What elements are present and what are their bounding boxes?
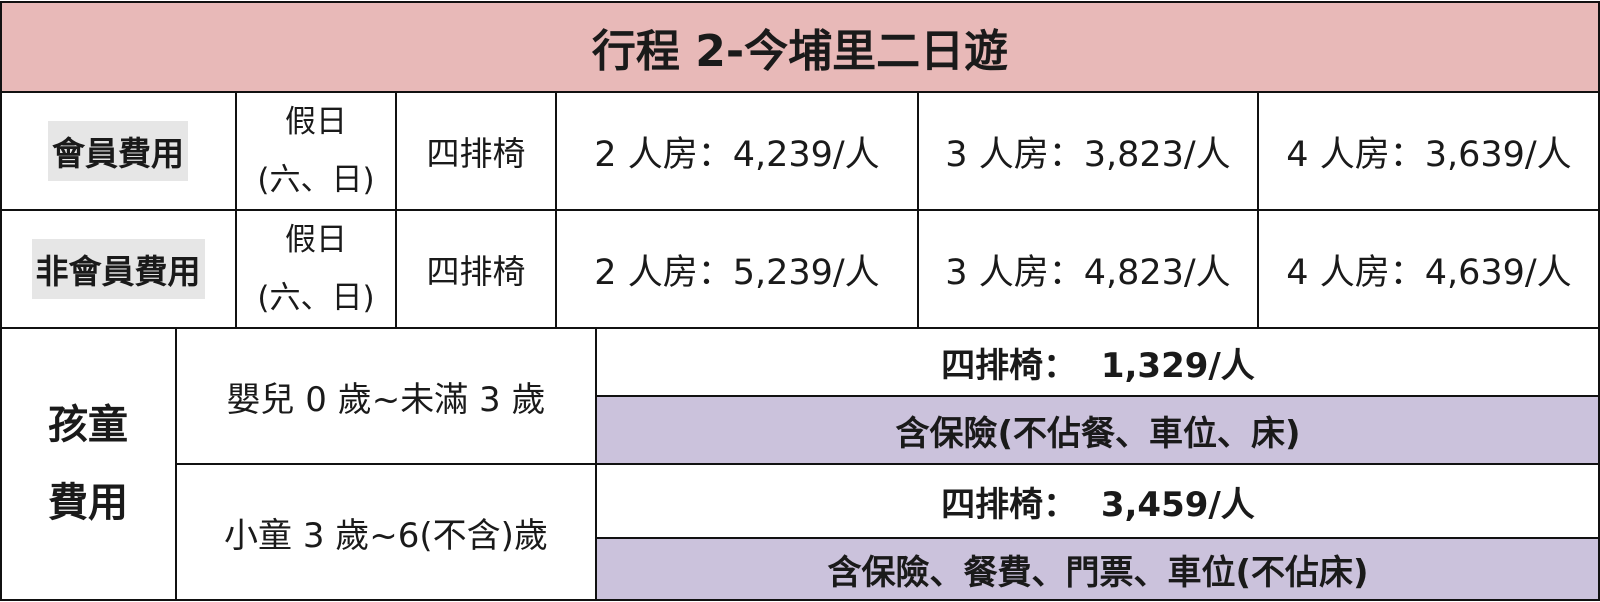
toddler-price: 四排椅： 3,459/人 [941, 484, 1255, 525]
child-subrow-divider [596, 537, 1600, 539]
toddler-note: 含保險、餐費、門票、車位(不佔床) [596, 538, 1600, 600]
col-divider [235, 92, 237, 328]
non-member-fee-label-text: 非會員費用 [31, 239, 205, 299]
member-price-2-person: 2 人房：4,239/人 [594, 134, 880, 175]
col-divider [555, 92, 557, 328]
non-member-day-type: 假日 (六、日) [236, 210, 396, 328]
row-divider [0, 209, 1600, 211]
title-divider [0, 91, 1600, 93]
col-divider [595, 328, 597, 600]
child-fee-label-line2: 費用 [48, 480, 128, 526]
non-member-day-line2: (六、日) [257, 280, 375, 316]
member-price-3-person: 3 人房：3,823/人 [945, 134, 1231, 175]
non-member-price-3-person: 3 人房：4,823/人 [945, 252, 1231, 293]
member-seat-type: 四排椅 [426, 134, 526, 173]
member-price-4-person: 4 人房：3,639/人 [1286, 134, 1572, 175]
non-member-seat-type: 四排椅 [426, 252, 526, 291]
child-subrow-divider [596, 395, 1600, 397]
non-member-fee-label: 非會員費用 [0, 210, 236, 328]
col-divider [395, 92, 397, 328]
member-fee-label: 會員費用 [0, 92, 236, 210]
col-divider [1257, 92, 1259, 328]
child-fee-label: 孩童 費用 [0, 328, 176, 600]
member-day-line1: 假日 [285, 104, 347, 140]
col-divider [917, 92, 919, 328]
member-fee-label-text: 會員費用 [48, 121, 188, 181]
non-member-price-2-person: 2 人房：5,239/人 [594, 252, 880, 293]
table-border-top [0, 1, 1600, 3]
member-day-type: 假日 (六、日) [236, 92, 396, 210]
child-row-divider [176, 463, 1600, 465]
table-border-right [1598, 1, 1600, 601]
child-fee-label-line1: 孩童 [48, 402, 128, 448]
itinerary-title: 行程 2-今埔里二日遊 [0, 2, 1600, 92]
table-border-left [0, 1, 2, 601]
non-member-day-line1: 假日 [285, 222, 347, 258]
infant-note: 含保險(不佔餐、車位、床) [596, 396, 1600, 464]
col-divider [175, 328, 177, 600]
row-divider [0, 327, 1600, 329]
infant-age-range: 嬰兒 0 歲~未滿 3 歲 [226, 379, 546, 420]
member-day-line2: (六、日) [257, 162, 375, 198]
non-member-price-4-person: 4 人房：4,639/人 [1286, 252, 1572, 293]
toddler-age-range: 小童 3 歲~6(不含)歲 [224, 515, 548, 556]
table-border-bottom [0, 599, 1600, 601]
infant-price: 四排椅： 1,329/人 [941, 345, 1255, 386]
